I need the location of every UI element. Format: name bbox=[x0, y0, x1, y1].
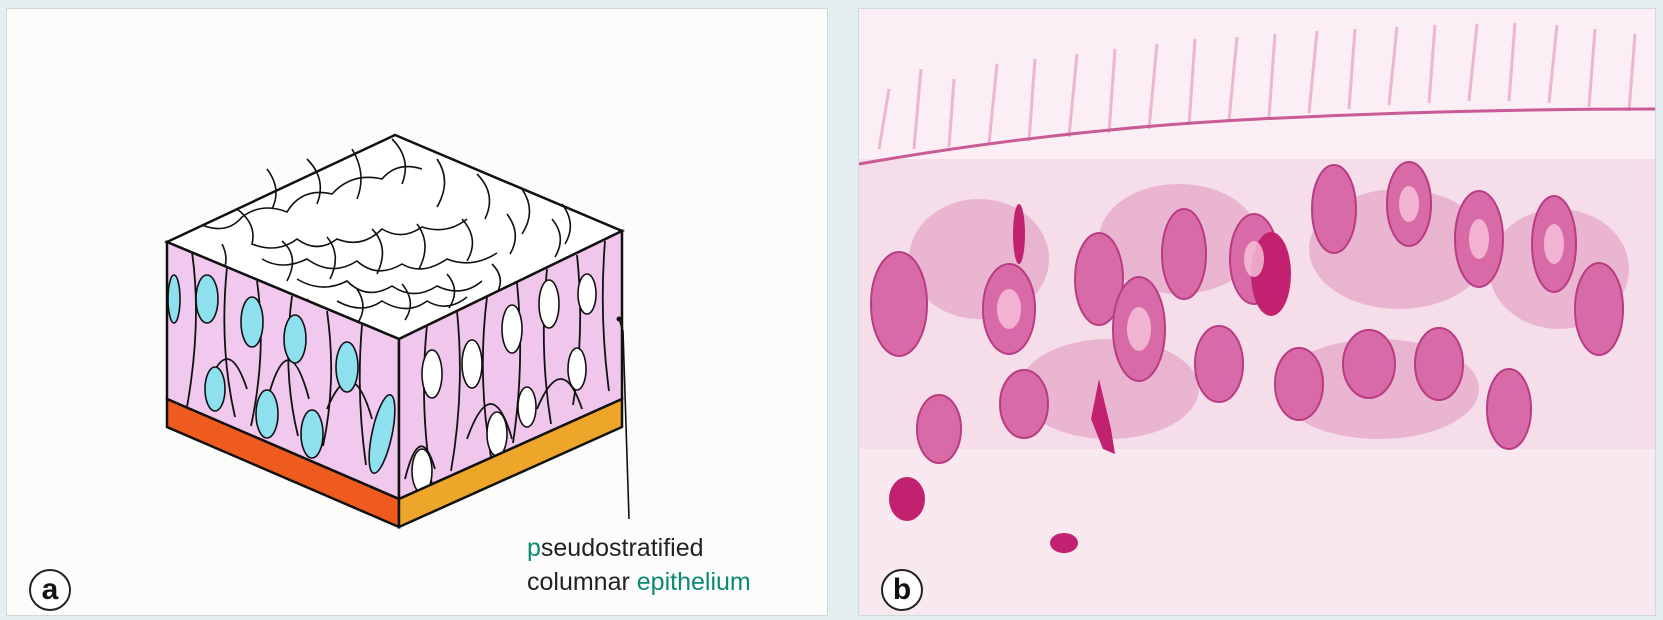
caption-line-1: pseudostratified bbox=[527, 531, 751, 565]
panel-b-micrograph: b bbox=[858, 8, 1656, 616]
diagram-caption: pseudostratified columnar epithelium bbox=[527, 531, 751, 599]
micrograph-image bbox=[859, 9, 1655, 615]
panel-b-label: b bbox=[881, 569, 923, 611]
edge-nucleus bbox=[168, 275, 180, 323]
epithelium-block-drawing bbox=[7, 9, 827, 615]
panel-a-label: a bbox=[29, 569, 71, 611]
caption-line-2: columnar epithelium bbox=[527, 565, 751, 599]
panel-a-diagram: pseudostratified columnar epithelium a bbox=[6, 8, 828, 616]
